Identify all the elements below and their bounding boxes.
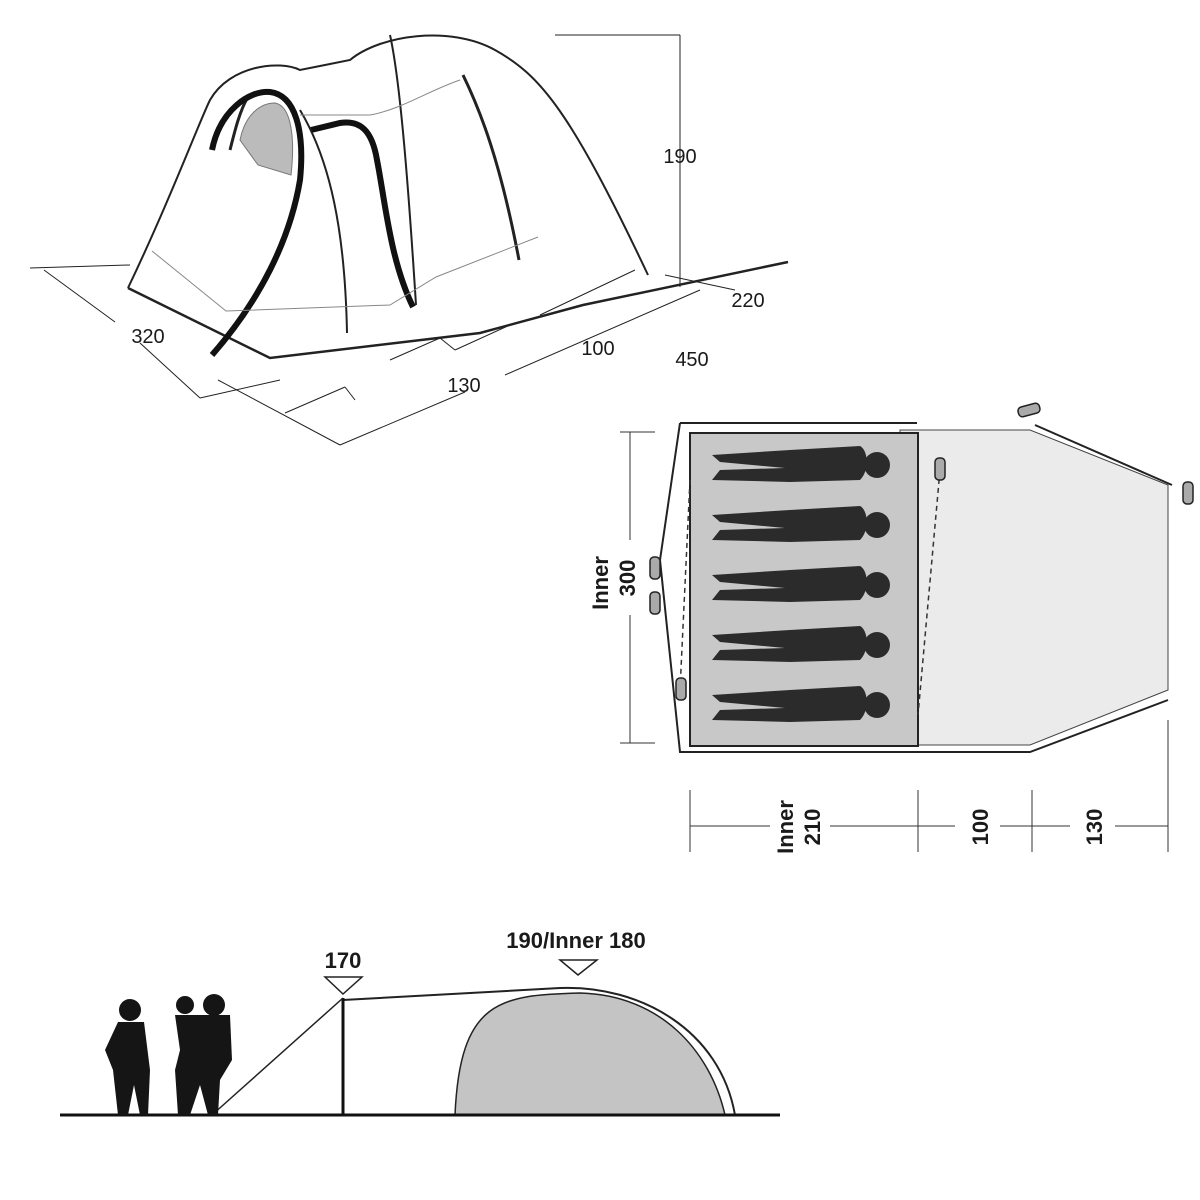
dim-middle: 100 <box>581 338 614 360</box>
dim-total-length: 450 <box>675 349 708 371</box>
inner-length-value: 210 <box>800 809 825 846</box>
dim-width: 320 <box>131 326 164 348</box>
porch-depth: 100 <box>968 809 993 846</box>
peak-height: 190/Inner 180 <box>506 928 645 953</box>
dim-inner-length: 220 <box>731 290 764 312</box>
dim-height: 190 <box>663 146 696 168</box>
front-pole-height: 170 <box>325 948 362 973</box>
vestibule-depth: 130 <box>1082 809 1107 846</box>
family-silhouettes <box>105 994 232 1115</box>
dim-vestibule: 130 <box>447 375 480 397</box>
perspective-view <box>29 34 789 446</box>
floor-plan <box>620 402 1194 852</box>
person-silhouettes <box>712 446 890 722</box>
inner-width-label: Inner <box>588 556 613 610</box>
inner-width-value: 300 <box>615 560 640 597</box>
side-view <box>60 959 780 1117</box>
inner-length-label: Inner <box>773 800 798 854</box>
